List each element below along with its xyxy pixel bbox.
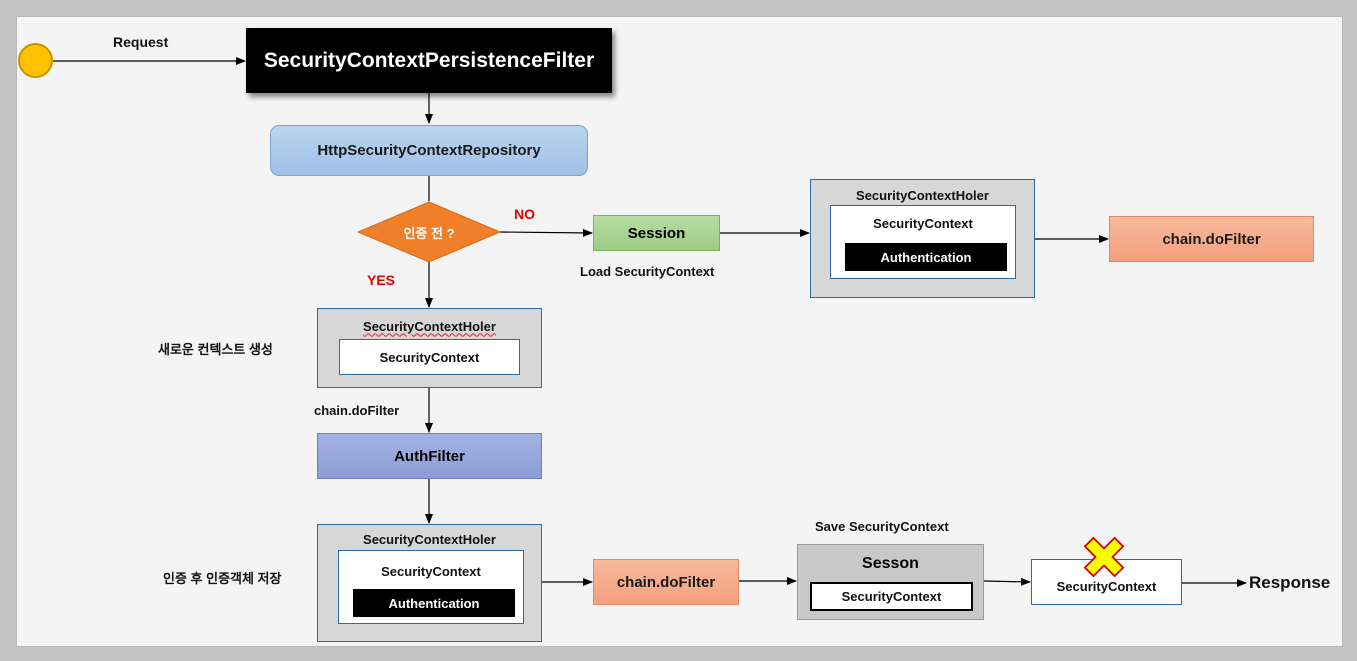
holder-auth: SecurityContextHoler SecurityContext Aut… [317,524,542,642]
chain-dofilter-mid-label: chain.doFilter [314,403,400,418]
yes-label: YES [367,272,396,288]
holder-loaded: SecurityContextHoler SecurityContext Aut… [810,179,1035,298]
auth-filter: AuthFilter [317,433,542,479]
chain-dofilter-bottom: chain.doFilter [593,559,739,605]
context-box-loaded: SecurityContext Authentication [830,205,1016,279]
session-save-title: Sesson [862,555,919,572]
start-node [18,43,53,78]
arrow-no-to-session [499,228,593,237]
session-box: Session [593,215,720,251]
session-save-box: Sesson SecurityContext [797,544,984,620]
holder-loaded-title: SecurityContextHoler [856,187,989,203]
holder-new: SecurityContextHoler SecurityContext [317,308,542,388]
cleared-cross-icon [1083,536,1125,578]
decision-diamond [356,201,502,263]
authentication-bar-auth: Authentication [353,589,515,617]
diagram-canvas [16,16,1343,647]
arrow-session-to-cleared [983,577,1031,586]
decision-label: 인증 전 ? [403,225,455,241]
http-security-context-repository: HttpSecurityContextRepository [270,125,588,176]
new-context-caption: 새로운 컨텍스트 생성 [158,342,273,357]
security-context-persistence-filter: SecurityContextPersistenceFilter [246,28,612,93]
context-box-auth: SecurityContext Authentication [338,550,524,624]
holder-auth-title: SecurityContextHoler [363,531,496,547]
holder-new-title: SecurityContextHoler [363,318,496,334]
load-context-caption: Load SecurityContext [580,264,715,279]
context-label-auth: SecurityContext [381,563,481,579]
after-auth-caption: 인증 후 인증객체 저장 [163,571,282,586]
no-label: NO [514,206,535,222]
save-context-caption: Save SecurityContext [815,519,949,534]
chain-dofilter-top: chain.doFilter [1109,216,1314,262]
response-label: Response [1249,573,1331,592]
request-label: Request [113,34,169,50]
authentication-bar-loaded: Authentication [845,243,1007,271]
context-label-loaded: SecurityContext [873,215,973,231]
context-box-new: SecurityContext [339,339,520,375]
context-box-saved: SecurityContext [810,582,973,611]
